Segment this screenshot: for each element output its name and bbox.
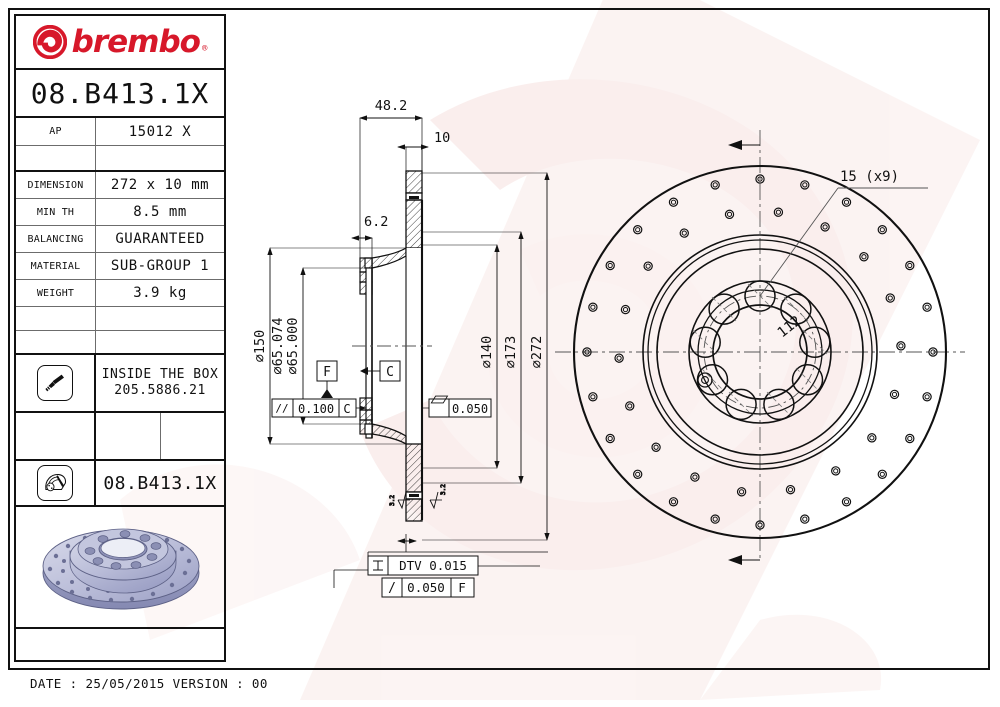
- brembo-swirl-icon: [32, 25, 67, 59]
- disc-row-value: 08.B413.1X: [103, 472, 217, 494]
- table-row-dimension: DIMENSION 272 x 10 mm: [16, 172, 224, 199]
- inside-box-line2: 205.5886.21: [114, 383, 206, 398]
- row-value: 8.5 mm: [133, 204, 187, 220]
- fcf-symbol-runout: /: [388, 581, 396, 596]
- dimension-center-bore: ⌀65.074 ⌀65.000: [270, 267, 372, 425]
- table-row-weight: WEIGHT 3.9 kg: [16, 280, 224, 307]
- view-direction-arrow-bottom: [728, 555, 760, 565]
- datum-f-label: F: [323, 365, 331, 380]
- row-value: [96, 307, 224, 330]
- surface-roughness-marks: 3.2 3.2: [389, 483, 448, 510]
- row-label: WEIGHT: [16, 280, 96, 306]
- table-row-inside-the-box: INSIDE THE BOX 205.5886.21: [16, 355, 224, 413]
- dimension-dia-140: ⌀140: [422, 244, 500, 469]
- row-label: [16, 331, 96, 353]
- inside-box-line1: INSIDE THE BOX: [101, 366, 219, 382]
- brake-disc-icon: [37, 465, 73, 501]
- fcf-datum-runout: F: [458, 580, 466, 595]
- dim-label-6-2: 6.2: [364, 214, 388, 230]
- dim-label-10: 10: [434, 130, 450, 146]
- brand-logo-row: brembo ®: [16, 16, 224, 70]
- row-label: [16, 146, 96, 170]
- fcf-value-parallelism: 0.100: [298, 402, 334, 416]
- part-code-row: 08.B413.1X: [16, 70, 224, 118]
- screw-glyph: [45, 374, 64, 392]
- row-value: GUARANTEED: [115, 231, 205, 247]
- svg-text:3.2: 3.2: [389, 495, 396, 506]
- fcf-parallelism: // 0.100 C: [271, 398, 367, 418]
- brake-disc-3d-render: [42, 528, 199, 610]
- empty-cell-mid: [96, 413, 161, 459]
- svg-text:3.2: 3.2: [440, 484, 447, 495]
- row-label: AP: [16, 118, 96, 145]
- fcf-value-flatness: 0.050: [452, 402, 488, 416]
- view-direction-arrow-top: [728, 140, 760, 150]
- table-row-material: MATERIAL SUB-GROUP 1: [16, 253, 224, 280]
- row-value: [96, 146, 224, 170]
- datum-f: F: [316, 360, 338, 398]
- table-row-blank: [16, 146, 224, 172]
- dim-label-dia-173: ⌀173: [503, 336, 519, 369]
- dim-label-dia-140: ⌀140: [479, 336, 495, 369]
- dim-label-48-2: 48.2: [375, 98, 408, 114]
- mounting-holes: [689, 280, 831, 421]
- part-code: 08.B413.1X: [30, 76, 210, 110]
- table-row-disc-code: 08.B413.1X: [16, 461, 224, 507]
- row-label: [16, 307, 96, 330]
- callout-15-x9: 15 (x9): [759, 169, 928, 297]
- inside-box-text: INSIDE THE BOX 205.5886.21: [96, 355, 224, 411]
- registered-mark: ®: [201, 44, 208, 54]
- row-value: 3.9 kg: [133, 285, 187, 301]
- table-row-empty-3: [16, 413, 224, 461]
- row-label: BALANCING: [16, 226, 96, 252]
- table-row-reference: AP 15012 X: [16, 118, 224, 146]
- datum-c-label: C: [386, 365, 394, 380]
- sheet-border: [8, 8, 990, 670]
- row-value: 15012 X: [128, 123, 192, 140]
- dimension-10: 10: [397, 130, 450, 175]
- dim-label-bore-min: ⌀65.000: [285, 318, 301, 375]
- face-view: 15 (x9) 112: [555, 130, 965, 565]
- row-label: DIMENSION: [16, 172, 96, 198]
- row-value: 272 x 10 mm: [110, 177, 210, 193]
- dimension-dia-150: ⌀150: [252, 247, 406, 445]
- product-thumbnail-cell: [16, 507, 224, 629]
- datum-c: C: [360, 360, 401, 382]
- brake-disc-icon-cell: [16, 461, 96, 505]
- empty-cell-left: [16, 413, 96, 459]
- fcf-symbol-parallelism: //: [275, 402, 288, 415]
- dim-label-dia-150: ⌀150: [252, 330, 268, 363]
- fcf-lower-stack: DTV 0.015 / 0.050 F: [333, 534, 548, 598]
- dimension-dia-272: ⌀272: [422, 172, 550, 541]
- row-label: MATERIAL: [16, 253, 96, 279]
- empty-cell-right: [161, 413, 224, 459]
- screw-icon: [37, 365, 73, 401]
- row-value: [96, 331, 224, 353]
- brand-wordmark: brembo: [71, 23, 201, 60]
- info-table: brembo ® 08.B413.1X AP 15012 X DIMENSION…: [14, 14, 226, 662]
- row-value: SUB-GROUP 1: [110, 258, 210, 274]
- table-row-balancing: BALANCING GUARANTEED: [16, 226, 224, 253]
- fcf-value-runout: 0.050: [407, 580, 445, 595]
- fcf-flatness: 0.050: [422, 395, 492, 418]
- table-row-empty-1: [16, 307, 224, 331]
- footer-date: DATE : 25/05/2015 VERSION : 00: [30, 676, 268, 691]
- fcf-datum-parallelism: C: [343, 402, 350, 416]
- pcd-label-112: 112: [775, 313, 805, 341]
- brake-disc-glyph: [45, 474, 67, 492]
- dim-label-bore-max: ⌀65.074: [270, 318, 286, 375]
- table-row-empty-2: [16, 331, 224, 355]
- dim-label-dia-272: ⌀272: [529, 336, 545, 369]
- dimension-6-2: 6.2: [351, 214, 388, 258]
- screw-icon-cell: [16, 355, 96, 411]
- table-row-min-th: MIN TH 8.5 mm: [16, 199, 224, 226]
- dimension-dia-173: ⌀173: [422, 231, 524, 484]
- row-label: MIN TH: [16, 199, 96, 225]
- brembo-logo: brembo ®: [32, 23, 208, 60]
- fcf-value-dtv: DTV 0.015: [399, 558, 467, 573]
- callout-label-15-x9: 15 (x9): [840, 169, 899, 185]
